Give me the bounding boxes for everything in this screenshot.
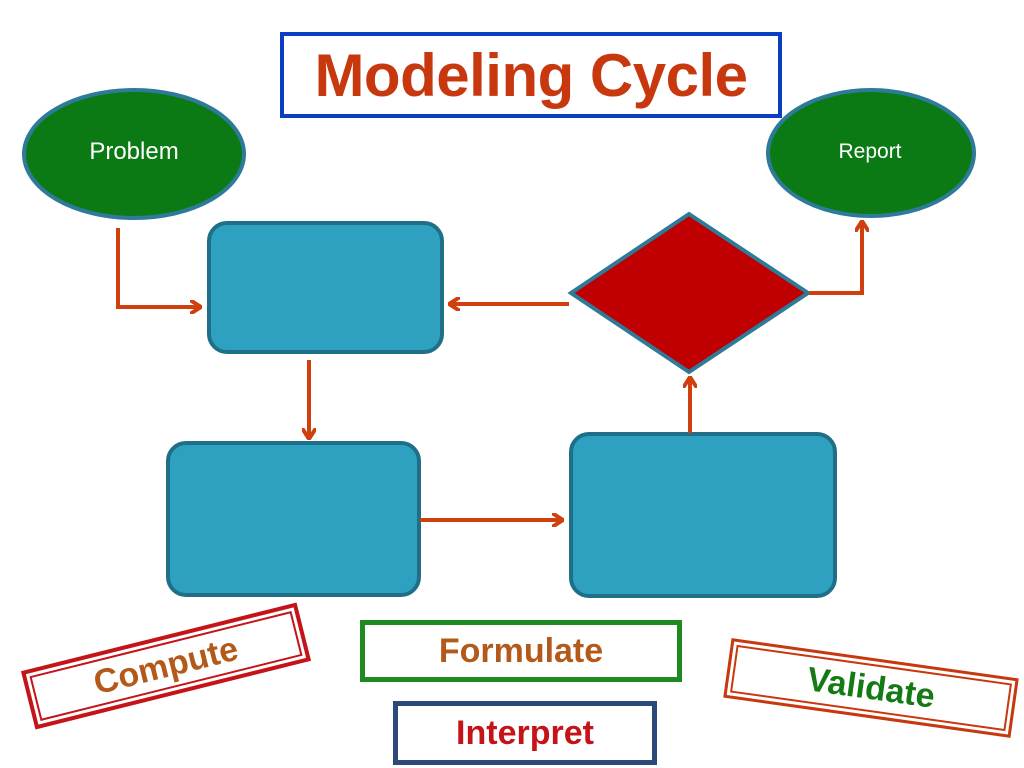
title-box: Modeling Cycle [280,32,782,118]
arrow-validate-to-report [809,222,862,295]
compute-box [166,441,421,597]
formulate-label: Formulate [360,620,682,682]
validate-label-text: Validate [804,659,938,716]
report-ellipse [766,88,976,218]
interpret-label: Interpret [393,701,657,765]
problem-label: Problem [89,138,179,165]
problem-ellipse [22,88,246,220]
interpret-label-text: Interpret [456,713,594,752]
formulate-box [207,221,444,354]
report-label: Report [838,140,902,163]
formulate-label-text: Formulate [438,631,604,670]
page-title: Modeling Cycle [314,41,748,109]
validate-diamond [567,211,812,375]
arrow-problem-to-formulate [116,228,200,307]
interpret-box [569,432,837,598]
